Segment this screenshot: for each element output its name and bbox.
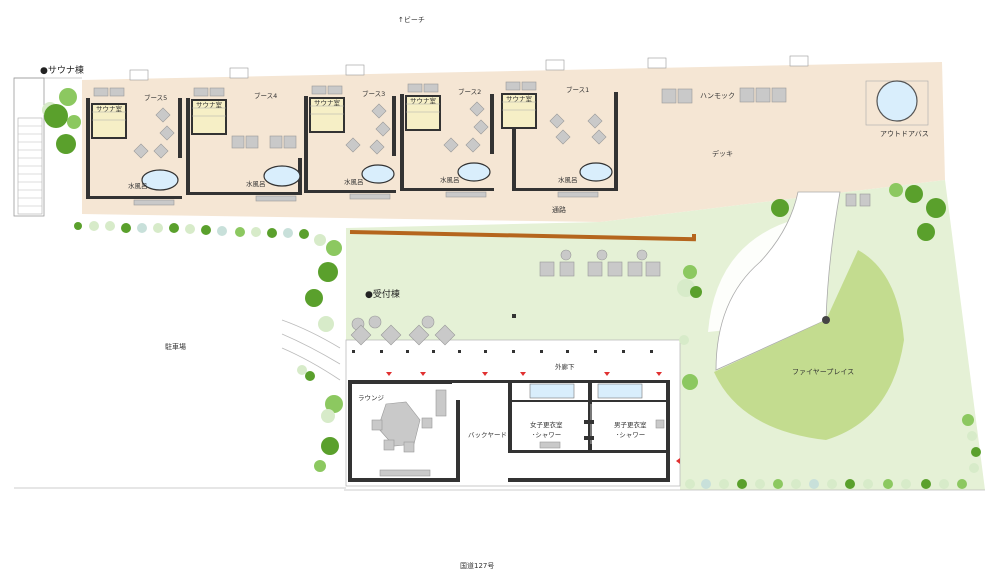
sauna-room-label: サウナ室 — [410, 96, 437, 105]
lawn-area-left — [346, 228, 680, 340]
outdoor-bath — [865, 80, 929, 126]
booth-label: ブース3 — [362, 89, 385, 98]
parking-lines — [14, 319, 985, 491]
cold-bath-label: 水風呂 — [558, 175, 578, 184]
sauna-building-label: ●サウナ棟 — [40, 64, 84, 76]
sauna-room-label: サウナ室 — [314, 98, 341, 107]
hammock-label: ハンモック — [700, 92, 735, 100]
sauna-room-label: サウナ室 — [96, 104, 123, 113]
lounge-furniture — [371, 389, 447, 477]
deck-steps — [129, 55, 809, 81]
terrace-tables — [350, 315, 456, 346]
entrance-markers — [386, 372, 680, 464]
booth-label: ブース1 — [566, 85, 589, 94]
cold-bath-label: 水風呂 — [440, 175, 460, 184]
mens-room-label-2: ･シャワー — [616, 431, 645, 439]
sauna-room-label: サウナ室 — [196, 100, 223, 109]
booth-label: ブース4 — [254, 91, 277, 100]
outdoor-bath-label: アウトドアバス — [880, 130, 929, 138]
trees — [42, 88, 981, 489]
womens-room-label-2: ･シャワー — [532, 431, 561, 439]
womens-room-label: 女子更衣室 — [530, 420, 563, 429]
fireplace-area: ファイヤープレイス — [708, 191, 904, 440]
lounge-label: ラウンジ — [358, 394, 385, 402]
booth-5: サウナ室 ブース5 水風呂 — [86, 87, 182, 206]
deck-chairs — [845, 193, 871, 207]
booth-4: サウナ室 ブース4 水風呂 — [186, 87, 302, 202]
parking-label: 駐車場 — [165, 342, 186, 351]
reception-building-label: ●受付棟 — [365, 288, 400, 300]
road-label: 国道127号 — [460, 561, 494, 570]
booth-2: サウナ室 ブース2 水風呂 — [400, 83, 494, 198]
left-stairs — [13, 77, 82, 217]
mens-room-label: 男子更衣室 — [614, 420, 647, 429]
passage-label: 通路 — [552, 205, 566, 214]
beach-label: ↑ビーチ — [398, 15, 425, 24]
hammock-furniture — [661, 87, 787, 104]
bench — [349, 230, 696, 242]
booth-label: ブース2 — [458, 87, 481, 96]
booth-1: サウナ室 ブース1 水風呂 — [501, 81, 618, 198]
lawn-tables — [539, 249, 661, 277]
corridor-label: 外廊下 — [555, 362, 575, 371]
cold-bath-label: 水風呂 — [246, 179, 266, 188]
sauna-room-label: サウナ室 — [506, 94, 533, 103]
cold-bath-label: 水風呂 — [128, 181, 148, 190]
booth-label: ブース5 — [144, 93, 167, 102]
cold-bath-label: 水風呂 — [344, 177, 364, 186]
booth-3: サウナ室 ブース3 水風呂 — [304, 85, 396, 200]
corridor-posts — [352, 350, 653, 353]
backyard-label: バックヤード — [468, 431, 507, 439]
fireplace-label: ファイヤープレイス — [792, 368, 854, 376]
deck-label: デッキ — [712, 149, 733, 158]
